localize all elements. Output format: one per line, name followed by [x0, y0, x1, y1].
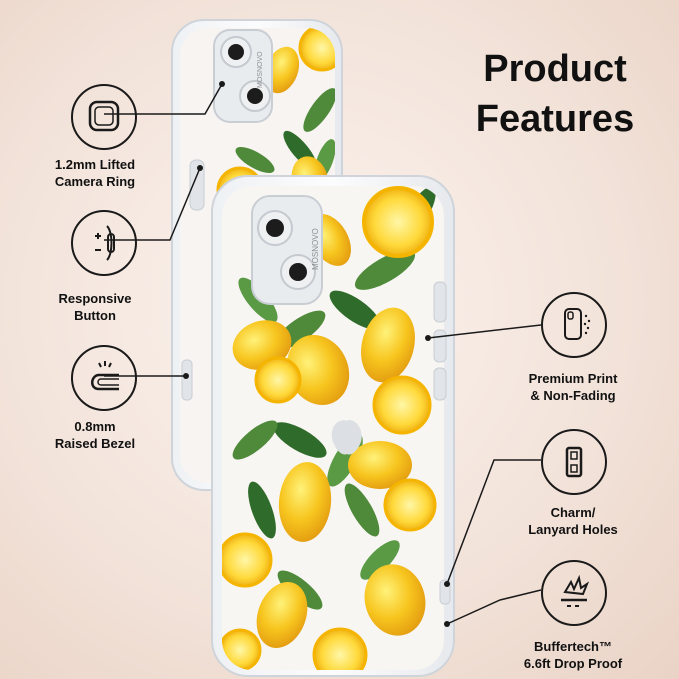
feature-button-line2: Button	[74, 308, 116, 323]
feature-print-line2: & Non-Fading	[530, 388, 616, 403]
drop-proof-icon	[541, 560, 607, 626]
feature-bezel-line1: 0.8mm	[74, 419, 116, 434]
feature-camera-ring-line2: Camera Ring	[54, 174, 136, 189]
feature-drop-proof-line1: Buffertech™	[533, 639, 612, 654]
feature-camera-ring: 1.2mm Lifted Camera Ring	[20, 156, 170, 190]
bezel-icon	[71, 345, 137, 411]
feature-button: Responsive Button	[20, 290, 170, 324]
front-phone-case	[211, 175, 455, 677]
feature-camera-ring-line1: 1.2mm Lifted	[54, 157, 136, 172]
feature-lanyard-line1: Charm/	[550, 505, 596, 520]
lanyard-holes-icon	[541, 429, 607, 495]
title-line-2: Features	[475, 98, 635, 140]
feature-print: Premium Print & Non-Fading	[498, 370, 648, 404]
page-title: Product Features	[440, 44, 670, 144]
brand-mark-back: MOSNOVO	[257, 51, 264, 88]
feature-lanyard-line2: Lanyard Holes	[528, 522, 618, 537]
brand-mark-front: MOSNOVO	[311, 228, 320, 270]
feature-drop-proof-line2: 6.6ft Drop Proof	[523, 656, 623, 671]
feature-drop-proof: Buffertech™ 6.6ft Drop Proof	[498, 638, 648, 672]
callout-dots	[183, 81, 450, 627]
camera-ring-icon	[71, 84, 137, 150]
feature-print-line1: Premium Print	[528, 371, 618, 386]
button-icon	[71, 210, 137, 276]
title-line-1: Product	[483, 48, 627, 90]
feature-bezel: 0.8mm Raised Bezel	[20, 418, 170, 452]
print-icon	[541, 292, 607, 358]
feature-bezel-line2: Raised Bezel	[54, 436, 136, 451]
feature-lanyard: Charm/ Lanyard Holes	[498, 504, 648, 538]
feature-button-line1: Responsive	[58, 291, 132, 306]
